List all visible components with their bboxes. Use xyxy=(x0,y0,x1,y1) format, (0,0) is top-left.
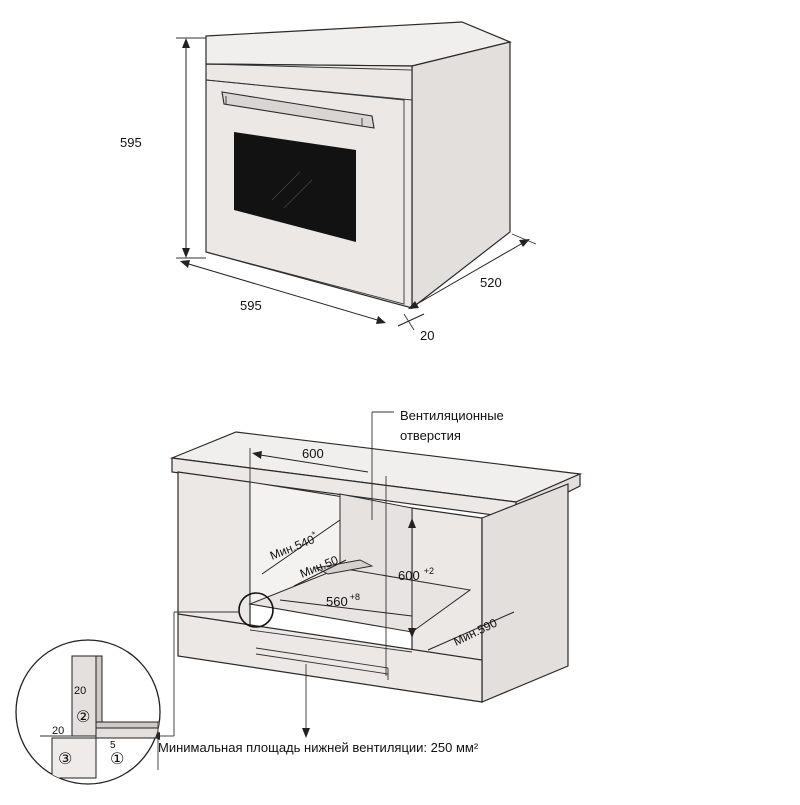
detail-view: 20 20 5 ② ③ ① xyxy=(15,639,161,785)
oven-depth-label: 520 xyxy=(480,275,502,290)
base-vent-slot xyxy=(255,647,389,669)
oven-side-face xyxy=(411,41,511,310)
oven-depth-dim-line xyxy=(409,239,529,309)
min-vent-area-note: Минимальная площадь нижней вентиляции: 2… xyxy=(158,740,479,755)
cabinet-right-side xyxy=(481,483,569,703)
oven-height-label: 595 xyxy=(120,135,142,150)
cabinet-drawing: 600 Мин.540* Мин.50 600+2 560+8 Мин.590 … xyxy=(150,408,583,740)
niche-shelf xyxy=(248,567,472,633)
detail-panel-edge xyxy=(95,655,103,729)
arrow-head xyxy=(182,248,190,258)
min-cab-depth-dim-line xyxy=(427,611,515,651)
detail-panel-1 xyxy=(95,727,160,739)
detail-panel-2 xyxy=(71,655,97,737)
oven-window xyxy=(234,132,356,242)
niche-width-label: 560+8 xyxy=(326,592,360,609)
detail-panel-3 xyxy=(51,737,97,779)
arrow-head xyxy=(302,728,310,738)
top-width-label: 600 xyxy=(302,446,324,461)
oven-door xyxy=(205,79,405,305)
niche-height-label: 600+2 xyxy=(398,566,434,583)
detail-panel-1-edge xyxy=(95,721,160,729)
arrow-head xyxy=(519,239,530,247)
arrow-head xyxy=(180,260,190,268)
detail-dim-horizontal: 20 xyxy=(52,725,64,737)
base-edge-line xyxy=(249,629,413,653)
detail-dim-gap: 5 xyxy=(110,740,116,751)
ventilation-label-line1: Вентиляционные xyxy=(400,408,504,423)
arrow-head xyxy=(376,316,386,324)
arrow-head xyxy=(252,451,262,459)
oven-width-dim-line xyxy=(181,261,385,323)
arrow-head xyxy=(408,628,416,638)
oven-drawing: 595 595 520 20 xyxy=(120,21,537,343)
top-width-dim-line xyxy=(253,453,369,473)
detail-marker-circle xyxy=(238,592,274,628)
extension-line xyxy=(403,313,415,331)
oven-width-label: 595 xyxy=(240,298,262,313)
cabinet-base-front xyxy=(177,613,483,703)
min-gap-dim-line xyxy=(293,559,347,587)
detail-contents xyxy=(40,655,160,779)
detail-callout-1: ① xyxy=(110,751,124,768)
ventilation-label-line2: отверстия xyxy=(400,428,461,443)
vent-block xyxy=(314,559,374,575)
oven-offset-dim-line xyxy=(397,313,425,327)
extension-line xyxy=(511,233,537,245)
oven-handle xyxy=(221,91,375,129)
arrow-head xyxy=(182,38,190,48)
niche-width-dim-line xyxy=(279,599,413,617)
detail-callout-3: ③ xyxy=(58,751,72,768)
oven-offset-label: 20 xyxy=(420,328,434,343)
detail-dim-vertical: 20 xyxy=(74,685,86,697)
arrow-head xyxy=(408,518,416,528)
base-vent-slot xyxy=(255,653,389,675)
min-depth-dim-line xyxy=(261,519,341,575)
arrow-head xyxy=(408,301,419,309)
oven-window-glare-2 xyxy=(283,179,313,209)
oven-control-panel xyxy=(205,63,413,101)
detail-callout-2: ② xyxy=(76,709,90,726)
oven-window-glare-1 xyxy=(271,171,301,201)
